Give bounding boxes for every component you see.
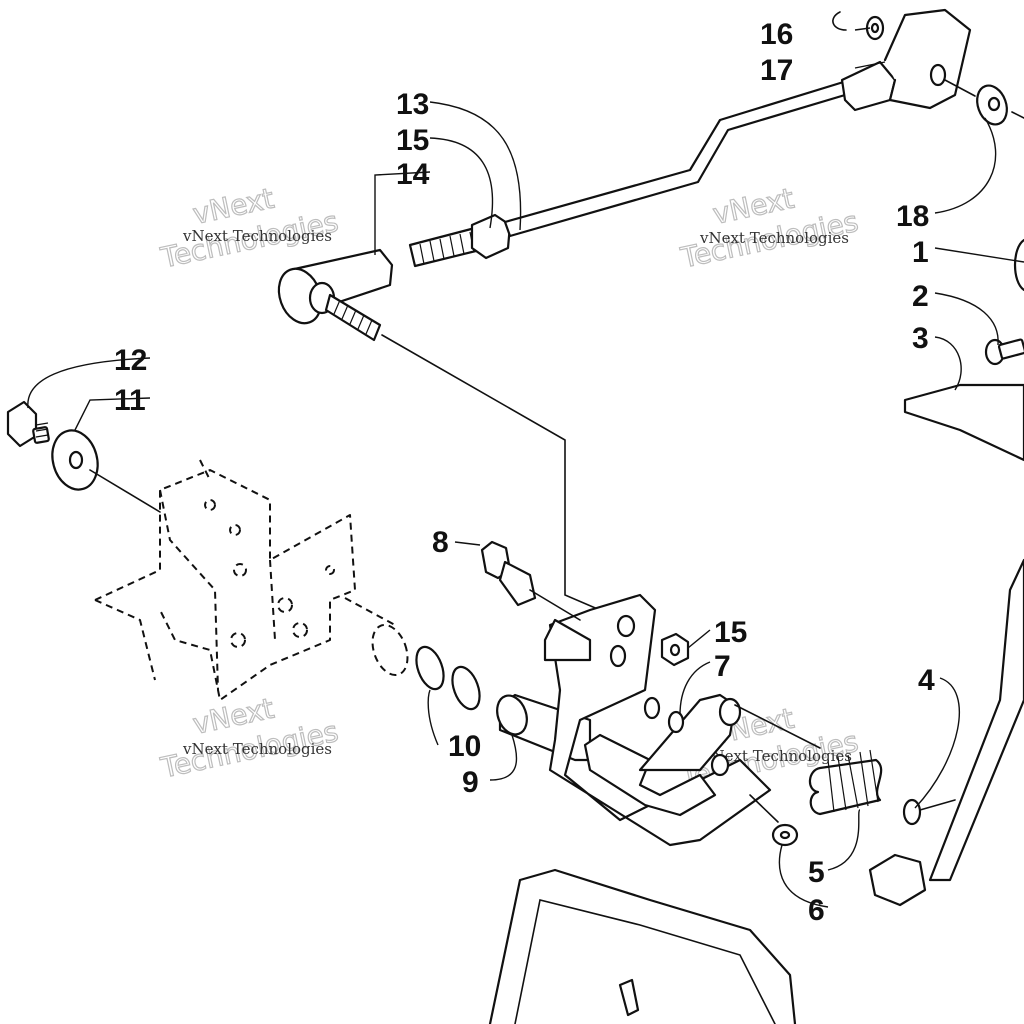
watermark-bottom-left: vNext Technologies bbox=[157, 691, 342, 785]
part-nut-6 bbox=[749, 794, 799, 847]
part-fender-bottom bbox=[488, 868, 797, 1024]
callout-15: 15 bbox=[714, 616, 747, 649]
callout-7: 7 bbox=[714, 650, 731, 683]
callout-11: 11 bbox=[114, 384, 146, 417]
part-washer-18 bbox=[944, 79, 1024, 126]
callout-6: 6 bbox=[808, 894, 825, 927]
part-pedal-pad-3 bbox=[903, 238, 1024, 462]
callout-2: 2 bbox=[912, 280, 929, 313]
part-clip-16 bbox=[832, 11, 885, 41]
watermark-text: vNext Technologies bbox=[182, 227, 332, 245]
callout-18: 18 bbox=[896, 200, 929, 233]
watermark-top-left: vNext Technologies bbox=[157, 181, 342, 275]
part-rod-end-14 bbox=[277, 248, 394, 342]
callout-14: 14 bbox=[396, 158, 430, 191]
callout-1: 1 bbox=[912, 236, 929, 269]
watermark-text: vNext Technologies bbox=[182, 740, 332, 758]
watermark-top-right: vNext Technologies bbox=[677, 181, 862, 275]
part-washer-11 bbox=[51, 429, 99, 491]
part-spring-5 bbox=[808, 749, 883, 816]
part-screw-2 bbox=[984, 338, 1024, 366]
part-fitting-8 bbox=[480, 540, 581, 621]
part-washer-7 bbox=[643, 696, 685, 734]
part-shift-rod-13 bbox=[408, 78, 857, 268]
watermark-text: vNext Technologies bbox=[699, 229, 849, 247]
leader-lines bbox=[27, 27, 1024, 908]
callout-13: 13 bbox=[396, 88, 429, 121]
callout-9: 9 bbox=[462, 766, 479, 799]
part-lever-4 bbox=[868, 558, 1024, 907]
callout-3: 3 bbox=[912, 322, 929, 355]
frame-mount-dashed bbox=[94, 459, 409, 701]
callout-8: 8 bbox=[432, 526, 449, 559]
part-rod-clevis-17 bbox=[840, 8, 972, 112]
callout-15: 15 bbox=[396, 124, 429, 157]
callout-16: 16 bbox=[760, 18, 793, 51]
callout-5: 5 bbox=[808, 856, 825, 889]
part-nut-15 bbox=[660, 632, 690, 667]
callout-17: 17 bbox=[760, 54, 793, 87]
part-o-ring-10a bbox=[415, 645, 445, 691]
callout-4: 4 bbox=[918, 664, 935, 697]
callout-labels: 16 17 13 15 14 18 1 2 3 12 11 8 15 7 4 1… bbox=[114, 18, 935, 927]
callout-12: 12 bbox=[114, 344, 147, 377]
part-o-ring-10b bbox=[451, 665, 481, 711]
part-linkage-bracket bbox=[543, 593, 772, 847]
part-bolt-12 bbox=[6, 400, 50, 448]
callout-10: 10 bbox=[448, 730, 481, 763]
